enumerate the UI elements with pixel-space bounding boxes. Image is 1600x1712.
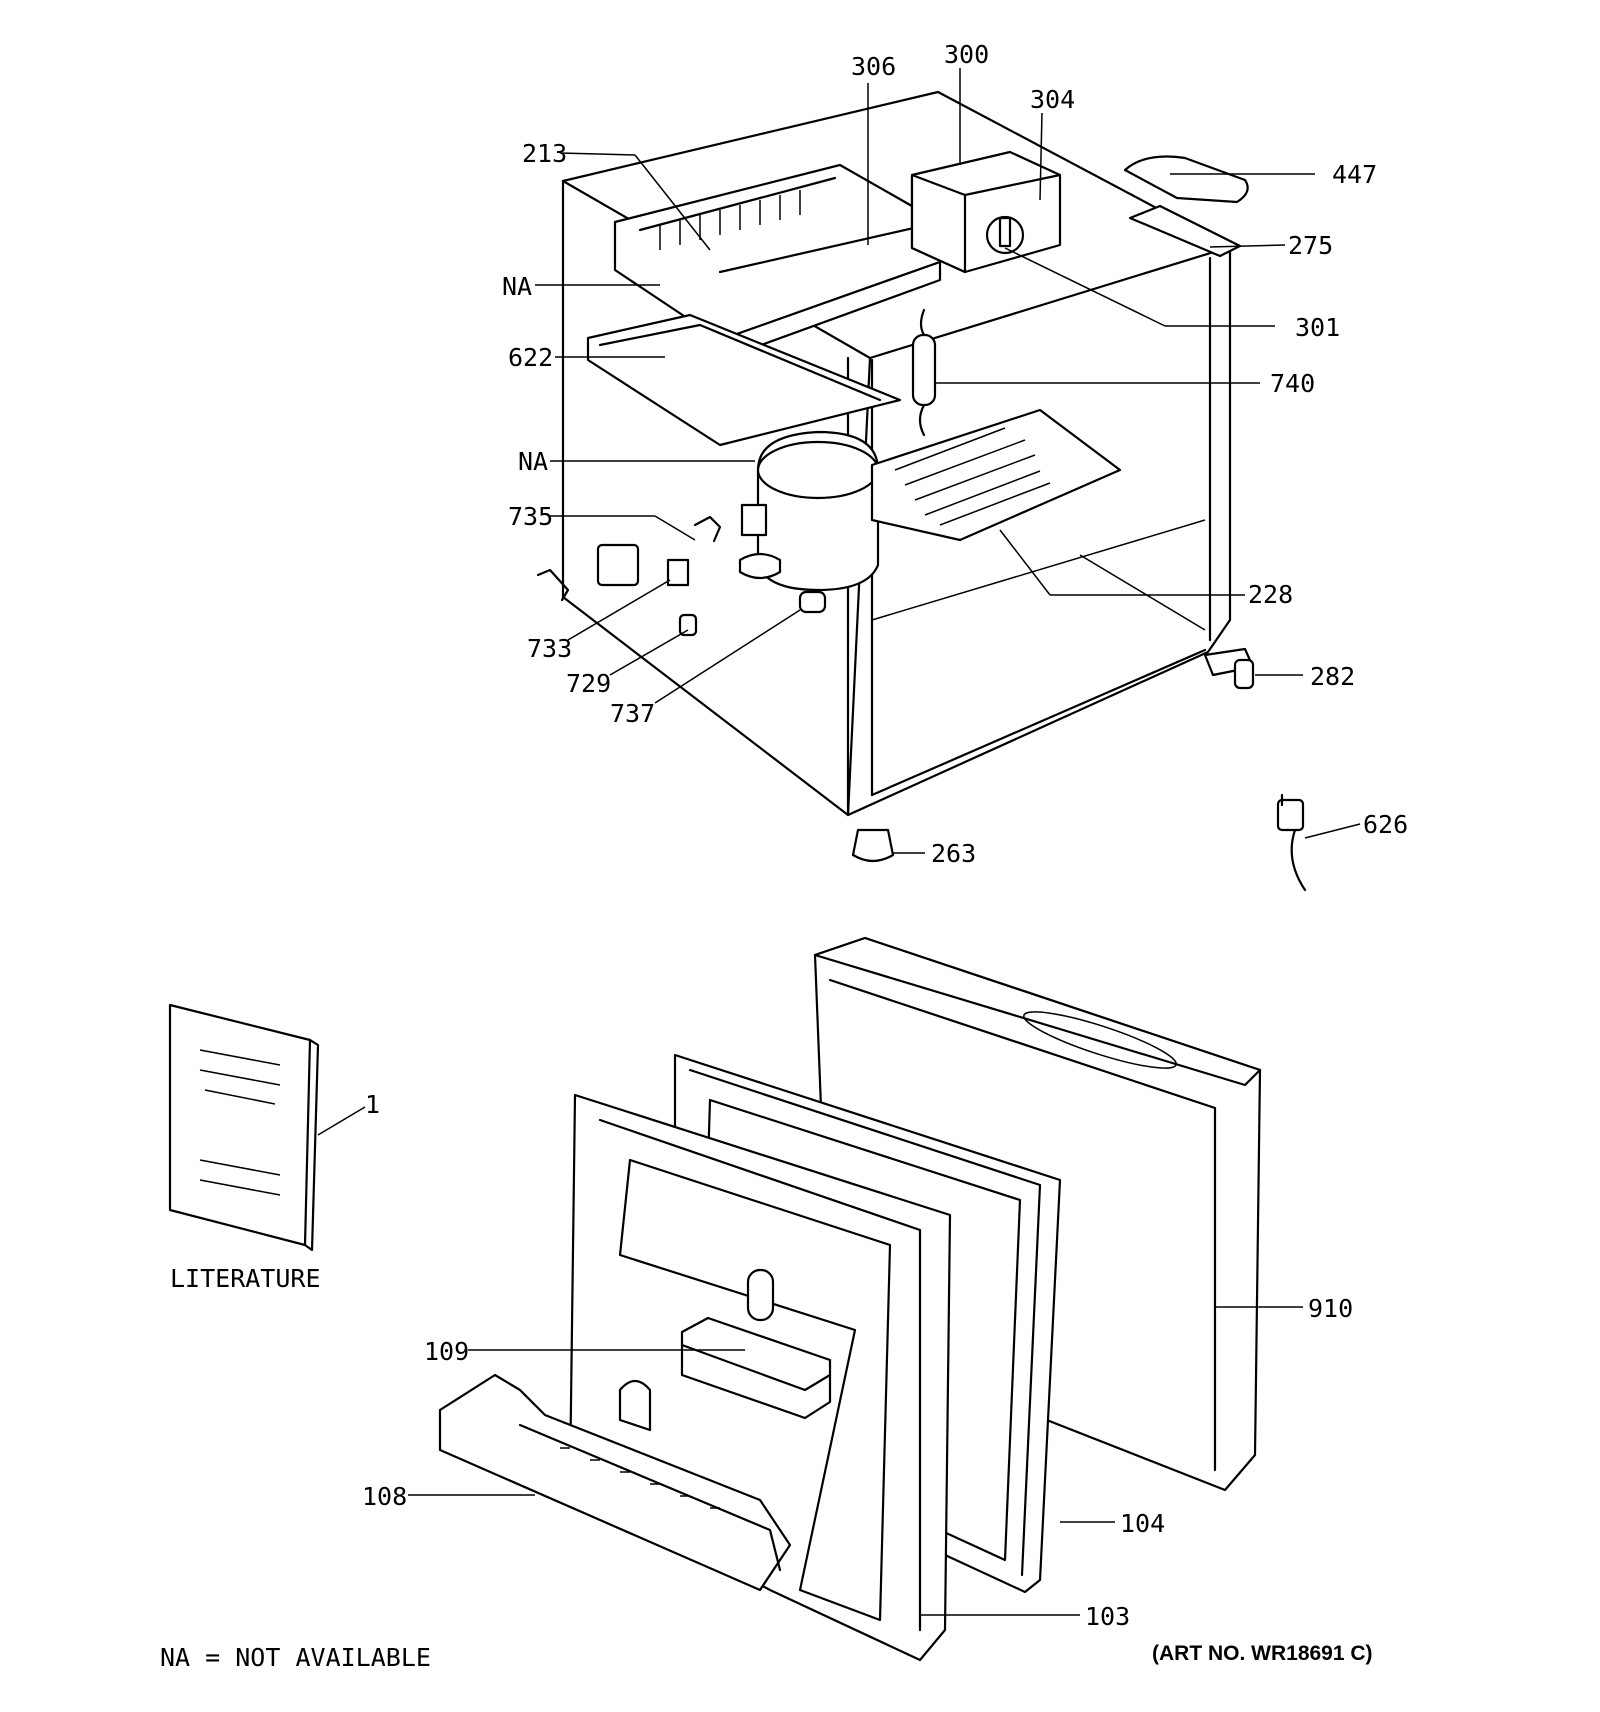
small-door-shelf <box>680 1316 832 1420</box>
callout-104: 104 <box>1120 1509 1165 1538</box>
callout-301: 301 <box>1295 313 1340 342</box>
callout-735: 735 <box>508 502 553 531</box>
callout-282: 282 <box>1310 662 1355 691</box>
callout-228: 228 <box>1248 580 1293 609</box>
callout-447: 447 <box>1332 160 1377 189</box>
leader-lines <box>317 68 1361 1616</box>
callout-622: 622 <box>508 343 553 372</box>
callout-109: 109 <box>424 1337 469 1366</box>
callout-275: 275 <box>1288 231 1333 260</box>
callout-213: 213 <box>522 139 567 168</box>
callout-108: 108 <box>362 1482 407 1511</box>
callout-300: 300 <box>944 40 989 69</box>
thermostat-capillary <box>911 308 937 437</box>
callout-263: 263 <box>931 839 976 868</box>
relay-and-overload <box>536 515 722 637</box>
callout-1: 1 <box>365 1090 380 1119</box>
callout-910: 910 <box>1308 1294 1353 1323</box>
condenser <box>870 408 1122 542</box>
callout-740: 740 <box>1270 369 1315 398</box>
art-number: (ART NO. WR18691 C) <box>1152 1642 1373 1665</box>
compressor <box>738 430 880 614</box>
literature-label: LITERATURE <box>170 1264 321 1293</box>
callout-626: 626 <box>1363 810 1408 839</box>
control-box <box>910 150 1062 274</box>
callout-labels: 213 306 300 304 447 275 301 740 622 NA N… <box>160 40 1408 1672</box>
legs-and-hinges <box>851 155 1255 863</box>
literature-booklet <box>168 1003 320 1252</box>
callout-737: 737 <box>610 699 655 728</box>
power-cord <box>1276 793 1307 892</box>
callout-na-compressor: NA <box>518 447 548 476</box>
callout-na-freezer: NA <box>502 272 532 301</box>
callout-729: 729 <box>566 669 611 698</box>
callout-733: 733 <box>527 634 572 663</box>
freezer-compartment <box>613 163 942 362</box>
callout-306: 306 <box>851 52 896 81</box>
legend-note: NA = NOT AVAILABLE <box>160 1643 431 1672</box>
callout-304: 304 <box>1030 85 1075 114</box>
large-door-shelf <box>438 1373 792 1592</box>
callout-103: 103 <box>1085 1602 1130 1631</box>
